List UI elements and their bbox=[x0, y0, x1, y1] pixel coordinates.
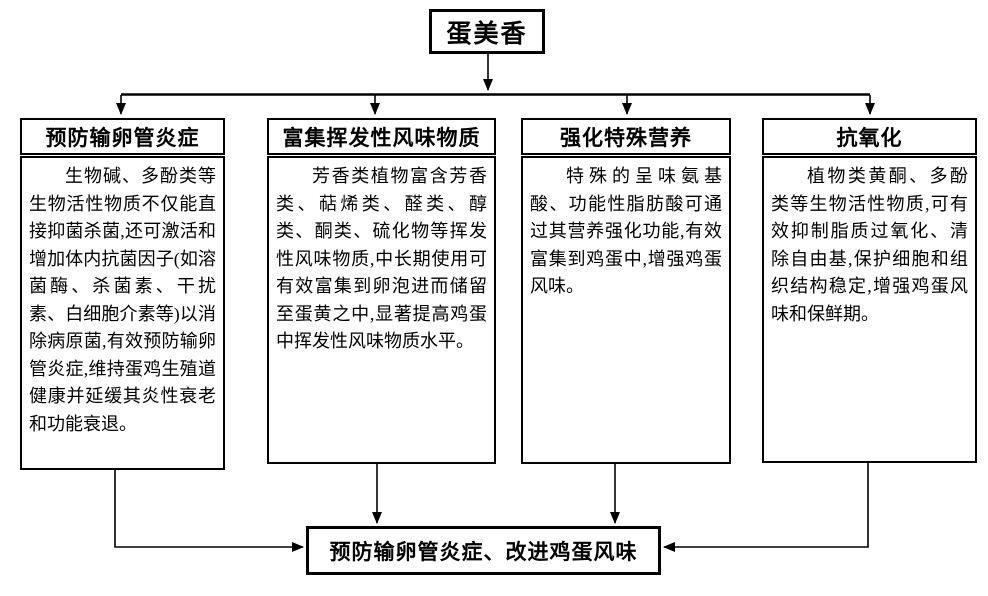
column-body-text: 特殊的呈味氨基酸、功能性脂肪酸可通过其营养强化功能,有效富集到鸡蛋中,增强鸡蛋风… bbox=[521, 156, 731, 464]
column-header: 预防输卵管炎症 bbox=[20, 118, 225, 155]
column-enrich-volatile-flavor: 富集挥发性风味物质 芳香类植物富含芳香类、萜烯类、醛类、醇类、酮类、硫化物等挥发… bbox=[267, 118, 496, 464]
column-body-text: 芳香类植物富含芳香类、萜烯类、醛类、醇类、酮类、硫化物等挥发性风味物质,中长期使… bbox=[267, 156, 496, 464]
outcome-box: 预防输卵管炎症、改进鸡蛋风味 bbox=[306, 526, 661, 575]
column-header: 强化特殊营养 bbox=[521, 118, 731, 155]
column-header: 抗氧化 bbox=[762, 118, 977, 155]
connector-col-3-to-outcome bbox=[663, 463, 869, 552]
title-box: 蛋美香 bbox=[429, 9, 545, 54]
column-antioxidant: 抗氧化 植物类黄酮、多酚类等生物活性物质,可有效抑制脂质过氧化、清除自由基,保护… bbox=[762, 118, 977, 463]
column-prevent-oviduct-inflammation: 预防输卵管炎症 生物碱、多酚类等生物活性物质不仅能直接抑菌杀菌,还可激活和增加体… bbox=[20, 118, 225, 470]
column-header-label: 抗氧化 bbox=[836, 126, 903, 150]
column-fortify-special-nutrition: 强化特殊营养 特殊的呈味氨基酸、功能性脂肪酸可通过其营养强化功能,有效富集到鸡蛋… bbox=[521, 118, 731, 464]
column-header-label: 富集挥发性风味物质 bbox=[282, 126, 481, 150]
column-body-text: 生物碱、多酚类等生物活性物质不仅能直接抑菌杀菌,还可激活和增加体内抗菌因子(如溶… bbox=[20, 156, 225, 470]
column-header-label: 预防输卵管炎症 bbox=[45, 126, 200, 150]
column-header-label: 强化特殊营养 bbox=[560, 126, 692, 150]
column-body-text: 植物类黄酮、多酚类等生物活性物质,可有效抑制脂质过氧化、清除自由基,保护细胞和组… bbox=[762, 156, 977, 463]
column-header: 富集挥发性风味物质 bbox=[267, 118, 496, 155]
connector-col-0-to-outcome bbox=[114, 470, 304, 552]
title-label: 蛋美香 bbox=[446, 19, 528, 48]
outcome-label: 预防输卵管炎症、改进鸡蛋风味 bbox=[329, 540, 638, 564]
